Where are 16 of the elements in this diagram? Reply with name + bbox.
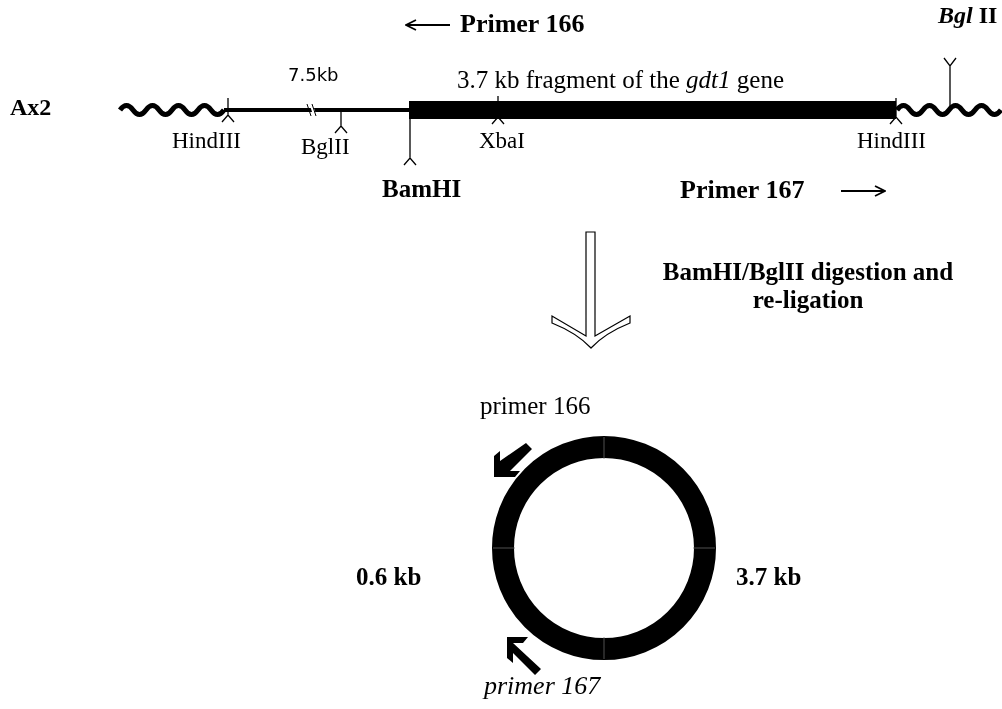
restriction-site-label: HindIII: [857, 128, 926, 154]
restriction-site-label: Bgl II: [938, 2, 998, 29]
primer-label: primer 166: [480, 392, 591, 420]
length-label: 0.6 kb: [356, 563, 422, 591]
length-label: 3.7 kb: [736, 563, 802, 591]
primer-label: primer 167: [484, 672, 601, 701]
strain-label: Ax2: [10, 94, 52, 121]
fragment-label: 3.7 kb fragment of the gdt1 gene: [457, 66, 784, 94]
primer-label: Primer 167: [680, 176, 805, 205]
restriction-site-label: XbaI: [479, 128, 525, 154]
primer-label: Primer 166: [460, 10, 585, 39]
step-note: BamHI/BglII digestion and re-ligation: [661, 258, 955, 313]
restriction-site-label: BamHI: [382, 175, 462, 203]
restriction-site-label: BglII: [301, 134, 350, 160]
length-label: 7.5kb: [288, 65, 339, 85]
restriction-site-label: HindIII: [172, 128, 241, 154]
